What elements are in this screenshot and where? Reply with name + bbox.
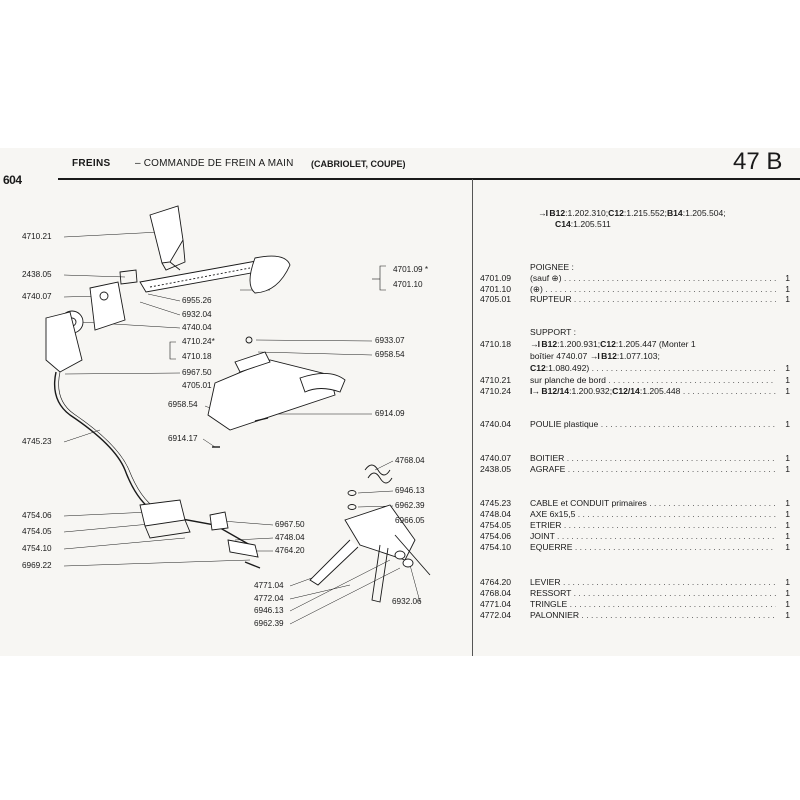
catalog-sheet xyxy=(0,148,800,656)
hand-lever xyxy=(139,255,291,294)
diagram-ref-6966-05: 6966.05 xyxy=(395,516,425,525)
part-row: 4705.01RUPTEUR1 xyxy=(480,294,790,306)
diagram-ref-6914-09: 6914.09 xyxy=(375,409,405,418)
diagram-ref-4754-06: 4754.06 xyxy=(22,511,52,520)
page-subtitle: (CABRIOLET, COUPE) xyxy=(311,159,406,169)
leader-lines xyxy=(63,231,421,625)
intro-serial-line-2: C14:1.205.511 xyxy=(555,219,611,229)
diagram-ref-4771-04: 4771.04 xyxy=(254,581,284,590)
diagram-ref-2438-05: 2438.05 xyxy=(22,270,52,279)
support-line-1: →I B12:1.200.931;C12:1.205.447 (Monter 1 xyxy=(530,339,696,349)
diagram-ref-6955-26: 6955.26 xyxy=(182,296,212,305)
pulley-box xyxy=(45,269,138,373)
column-divider xyxy=(472,179,473,656)
heading-support: SUPPORT : xyxy=(530,327,577,337)
diagram-ref-6958-54-b: 6958.54 xyxy=(168,400,198,409)
part-row: 4771.04TRINGLE1 xyxy=(480,599,790,611)
intro-serial-line-1: →I B12:1.202.310;C12:1.215.552;B14:1.205… xyxy=(538,208,726,218)
header-rule xyxy=(58,178,800,180)
diagram-ref-4701-10: 4701.10 xyxy=(393,280,423,289)
diagram-ref-4748-04: 4748.04 xyxy=(275,533,305,542)
diagram-ref-4710-21: 4710.21 xyxy=(22,232,52,241)
diagram-ref-6932-06: 6932.06 xyxy=(392,597,422,606)
diagram-ref-4710-24: 4710.24* xyxy=(182,337,215,346)
diagram-ref-4740-04: 4740.04 xyxy=(182,323,212,332)
part-row: 4701.10(⊕)1 xyxy=(480,284,790,296)
diagram-ref-6946-13: 6946.13 xyxy=(395,486,425,495)
heading-poignee: POIGNEE : xyxy=(530,262,574,272)
support-line-2: boîtier 4740.07 →I B12:1.077.103; xyxy=(530,351,660,361)
diagram-ref-4740-07: 4740.07 xyxy=(22,292,52,301)
page-number: 47 B xyxy=(733,148,783,175)
part-row: 4764.20LEVIER1 xyxy=(480,577,790,589)
diagram-ref-6967-50-b: 6967.50 xyxy=(275,520,305,529)
diagram-ref-4705-01: 4705.01 xyxy=(182,381,212,390)
diagram-ref-4710-18: 4710.18 xyxy=(182,352,212,361)
diagram-ref-4772-04: 4772.04 xyxy=(254,594,284,603)
diagram-ref-4701-09: 4701.09 * xyxy=(393,265,429,274)
diagram-ref-6914-17: 6914.17 xyxy=(168,434,198,443)
diagram-ref-4754-10: 4754.10 xyxy=(22,544,52,553)
part-row: 4772.04PALONNIER1 xyxy=(480,610,790,622)
support-code: 4710.18 xyxy=(480,339,512,349)
diagram-ref-6933-07: 6933.07 xyxy=(375,336,405,345)
support-plate xyxy=(207,336,346,448)
section-title: FREINS xyxy=(72,158,111,169)
diagram-ref-4764-20: 4764.20 xyxy=(275,546,305,555)
model-logo: 604 xyxy=(3,173,22,187)
lever-rod xyxy=(309,464,431,603)
stirrup-assembly xyxy=(139,499,261,569)
part-row: 4754.05ETRIER1 xyxy=(480,520,790,532)
part-row: 4740.07BOITIER1 xyxy=(480,453,790,465)
dashboard-bracket xyxy=(149,205,186,271)
part-row: 4754.10EQUERRE1 xyxy=(480,542,790,554)
diagram-ref-6967-50: 6967.50 xyxy=(182,368,212,377)
part-row: 2438.05AGRAFE1 xyxy=(480,464,790,476)
diagram-ref-6962-39-b: 6962.39 xyxy=(254,619,284,628)
diagram-ref-4768-04: 4768.04 xyxy=(395,456,425,465)
part-row-4710-24: 4710.24 I→ B12/14:1.200.932;C12/14:1.205… xyxy=(480,386,790,398)
page-title: – COMMANDE DE FREIN A MAIN xyxy=(135,158,294,169)
diagram-ref-6969-22: 6969.22 xyxy=(22,561,52,570)
diagram-ref-6958-54: 6958.54 xyxy=(375,350,405,359)
diagram-ref-6962-39: 6962.39 xyxy=(395,501,425,510)
part-row: 4701.09(sauf ⊕)1 xyxy=(480,273,790,285)
bracket-markers xyxy=(169,265,386,360)
support-line-3: C12:1.080.492) 1 xyxy=(480,363,790,375)
diagram-ref-4745-23: 4745.23 xyxy=(22,437,52,446)
diagram-ref-4754-05: 4754.05 xyxy=(22,527,52,536)
diagram-ref-6946-13-b: 6946.13 xyxy=(254,606,284,615)
diagram-ref-6932-04: 6932.04 xyxy=(182,310,212,319)
part-row: 4754.06JOINT1 xyxy=(480,531,790,543)
part-row: 4768.04RESSORT1 xyxy=(480,588,790,600)
